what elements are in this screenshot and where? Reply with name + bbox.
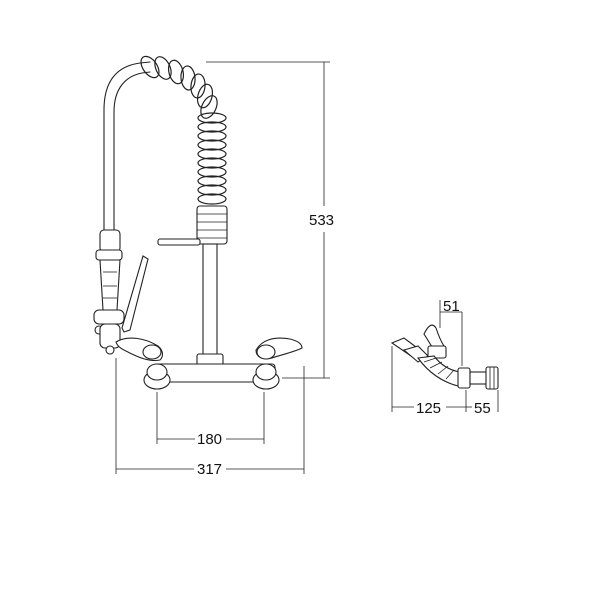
dim-125-label: 125 <box>416 400 441 417</box>
spring-loop <box>197 193 227 205</box>
side-view <box>390 324 499 390</box>
spring-loop <box>197 121 227 133</box>
dim-51-label: 51 <box>443 298 460 315</box>
spring-loop <box>197 148 227 160</box>
central-column <box>202 243 218 357</box>
spring-coil <box>140 55 227 205</box>
side-valve-body <box>427 345 447 359</box>
spring-loop <box>197 175 227 187</box>
riser-tube-inner <box>113 71 151 233</box>
side-handle-top <box>423 324 445 351</box>
riser-tube-outer <box>103 61 151 233</box>
spring-loop <box>197 112 227 124</box>
spring-loop <box>197 166 227 178</box>
spray-trigger <box>121 255 149 333</box>
side-swept-inlet <box>417 355 461 387</box>
spring-loop <box>200 95 218 119</box>
spray-holder-arm <box>157 238 201 246</box>
dim-533-label: 533 <box>309 212 334 229</box>
front-dimensions: 533 180 317 <box>115 61 334 478</box>
spring-loop <box>140 55 160 79</box>
spring-loop <box>180 65 196 91</box>
front-view <box>93 55 303 390</box>
side-wall-backnut <box>485 366 499 390</box>
dim-317-label: 317 <box>197 461 222 478</box>
spring-loop <box>197 157 227 169</box>
spring-loop <box>167 59 185 85</box>
side-dimensions: 51 125 55 <box>391 298 499 417</box>
side-wall-nut <box>457 367 471 389</box>
spring-loop <box>197 130 227 142</box>
side-wall-tail <box>469 371 489 385</box>
spring-loop <box>197 139 227 151</box>
dim-180-label: 180 <box>197 431 222 448</box>
spring-loop <box>190 73 206 99</box>
dim-55-label: 55 <box>474 400 491 417</box>
spring-loop <box>197 184 227 196</box>
spray-head <box>93 229 125 355</box>
